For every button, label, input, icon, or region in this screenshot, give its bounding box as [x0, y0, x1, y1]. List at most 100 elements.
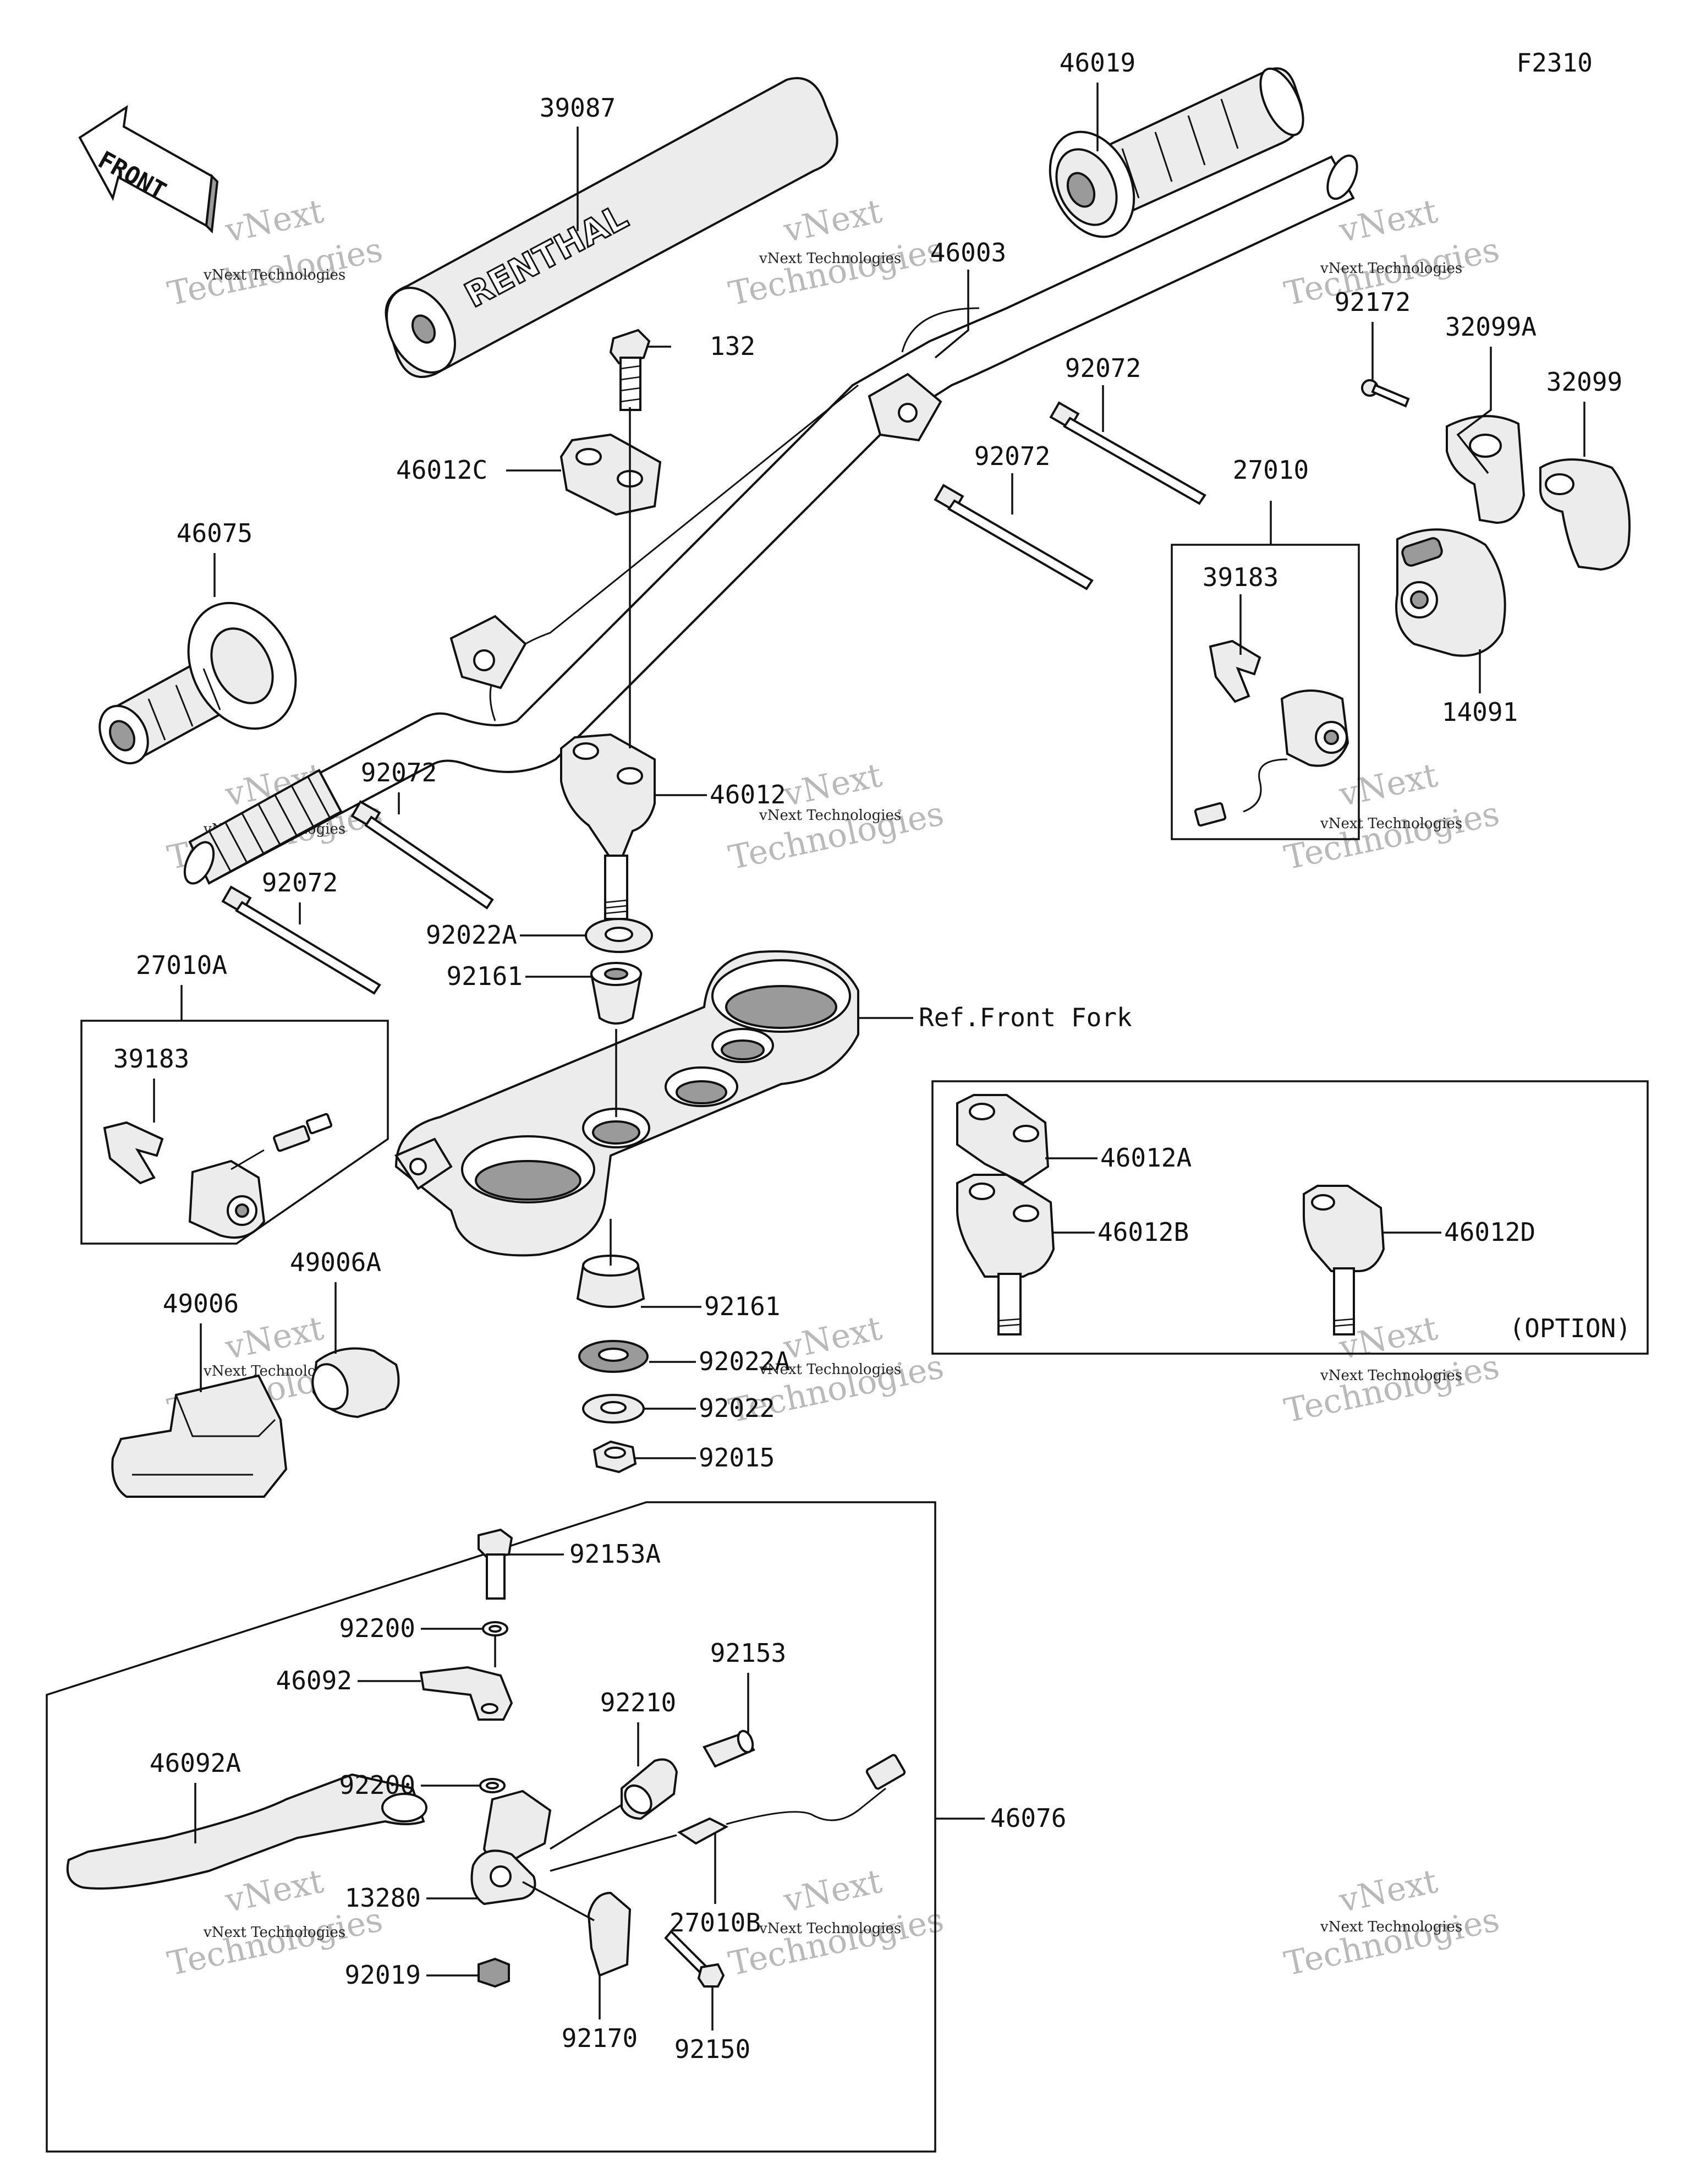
callout-46012a: 46012A: [1100, 1143, 1192, 1173]
svg-text:vNext Technologies: vNext Technologies: [1320, 260, 1462, 277]
callout-27010: 27010: [1233, 455, 1309, 485]
riser-46012d: [1303, 1185, 1385, 1335]
kit-box-27010: [1171, 544, 1360, 840]
switch-27010a-body: [188, 1113, 333, 1239]
svg-text:vNext Technologies: vNext Technologies: [759, 1920, 901, 1937]
adjuster-92153: [703, 1729, 755, 1768]
cable-tie-3: [350, 800, 494, 910]
handlebar-knurl: [183, 769, 343, 885]
callout-ref-front-fork: Ref.Front Fork: [919, 1003, 1132, 1032]
callout-92072-left1: 92072: [361, 758, 437, 787]
callout-92022a-bottom: 92022A: [699, 1346, 790, 1376]
bolt-92150: [664, 1930, 725, 1988]
svg-text:vNext Technologies: vNext Technologies: [759, 1361, 901, 1378]
callout-92172: 92172: [1335, 287, 1411, 317]
callout-92200-top: 92200: [339, 1613, 415, 1643]
clamp-46012a: [956, 1094, 1050, 1185]
callout-27010a: 27010A: [136, 950, 227, 980]
callout-46003: 46003: [930, 238, 1006, 267]
callout-92161-bottom: 92161: [704, 1291, 780, 1321]
switch-housing-32099: [1539, 458, 1631, 571]
callout-92200-bottom: 92200: [339, 1770, 415, 1800]
callout-92072-top1: 92072: [1065, 353, 1141, 383]
switch-27010b: [677, 1754, 906, 1845]
switch-27010a-clip: [103, 1121, 164, 1185]
callout-32099a: 32099A: [1445, 312, 1537, 342]
screw-92172: [1361, 379, 1410, 408]
bolt-92153a: [478, 1528, 513, 1600]
callout-49006: 49006: [163, 1289, 239, 1318]
cable-tie-4: [221, 885, 381, 995]
washer-92022a-bottom: [578, 1340, 649, 1373]
callout-46012d: 46012D: [1444, 1217, 1535, 1247]
upper-clamp-46012c: [559, 433, 662, 516]
riser-46012b: [956, 1174, 1055, 1335]
callout-46092a: 46092A: [150, 1748, 241, 1778]
callout-27010b: 27010B: [670, 1908, 761, 1937]
callout-92153a: 92153A: [569, 1539, 661, 1569]
svg-text:vNext Technologies: vNext Technologies: [759, 807, 901, 824]
lever-guard-49006: [111, 1374, 288, 1498]
washer-92200-bottom: [479, 1778, 506, 1793]
callout-92161-top: 92161: [447, 961, 523, 991]
svg-text:vNext Technologies: vNext Technologies: [759, 250, 901, 267]
bracket-46092: [419, 1666, 513, 1721]
triple-clamp: [394, 950, 859, 1257]
callout-92210: 92210: [600, 1688, 676, 1717]
clutch-lever-46092a: [66, 1773, 427, 1890]
option-box: [931, 1080, 1649, 1355]
callout-option: (OPTION): [1509, 1313, 1631, 1343]
callout-49006a: 49006A: [290, 1247, 381, 1277]
svg-text:vNext Technologies: vNext Technologies: [203, 267, 345, 283]
callout-132: 132: [710, 331, 755, 361]
callout-92150: 92150: [674, 2034, 750, 2064]
callout-46012c: 46012C: [396, 455, 487, 485]
svg-text:vNext Technologies: vNext Technologies: [203, 1924, 345, 1941]
front-arrow-icon: FRONT: [78, 105, 219, 234]
kit-box-27010a: [80, 1020, 389, 1245]
washer-92200-top: [482, 1621, 508, 1636]
callout-46012: 46012: [710, 780, 786, 809]
callout-39087: 39087: [540, 93, 616, 123]
handlebar: [183, 154, 1358, 885]
callout-92153: 92153: [710, 1638, 786, 1668]
callout-92019: 92019: [345, 1960, 421, 1990]
washer-92022: [582, 1394, 645, 1424]
callout-92170: 92170: [562, 2023, 638, 2053]
callout-14091: 14091: [1442, 697, 1518, 727]
figure-code: F2310: [1517, 48, 1593, 78]
callout-39183-left: 39183: [113, 1044, 189, 1074]
callout-92072-top2: 92072: [974, 441, 1050, 471]
lever-guard-49006a: [311, 1347, 400, 1419]
switch-14091: [1395, 528, 1506, 657]
callout-46019: 46019: [1060, 48, 1135, 78]
cover-92210: [621, 1758, 678, 1820]
rubber-92161-top: [590, 962, 643, 1025]
kit-box-46076: [46, 1501, 936, 2153]
svg-text:vNext Technologies: vNext Technologies: [1320, 1367, 1462, 1384]
nut-92015: [592, 1440, 637, 1474]
cable-tie-1: [1049, 401, 1206, 505]
svg-text:vNext Technologies: vNext Technologies: [1320, 1919, 1462, 1935]
left-grip: [98, 601, 297, 765]
svg-text:vNext Technologies: vNext Technologies: [1320, 815, 1462, 832]
handlebar-riser-46012: [560, 733, 656, 920]
callout-92072-left2: 92072: [262, 868, 338, 897]
bolt-132: [609, 329, 651, 411]
callout-13280: 13280: [345, 1883, 421, 1913]
callout-92015: 92015: [699, 1443, 775, 1473]
callout-46012b: 46012B: [1098, 1217, 1189, 1247]
lever-holder-13280: [470, 1789, 552, 1906]
rubber-92161-bottom: [576, 1255, 645, 1308]
throttle-grip: [1049, 67, 1304, 238]
leader-lines: [153, 83, 1585, 2030]
callout-32099: 32099: [1546, 367, 1622, 397]
washer-92022a-top: [585, 918, 653, 953]
callout-46092: 46092: [276, 1666, 352, 1695]
cable-tie-2: [934, 484, 1094, 590]
callout-39183-right: 39183: [1203, 562, 1279, 592]
callout-labels: 39087 46019 46003 132 46012C 92072 92072…: [113, 48, 1631, 2064]
nut-92019: [478, 1957, 510, 1988]
callout-92022a-top: 92022A: [426, 920, 517, 950]
